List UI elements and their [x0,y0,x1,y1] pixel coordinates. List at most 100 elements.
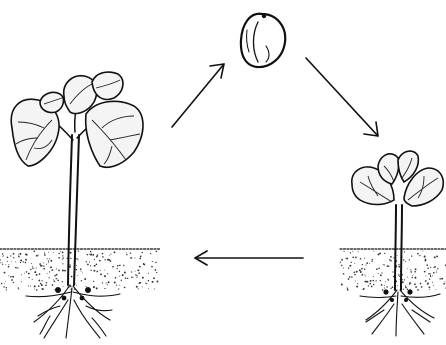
soil-speckle [385,281,386,282]
soil-speckle [432,282,433,283]
soil-speckle [43,265,44,266]
soil-speckle [398,274,400,276]
soil-speckle [121,280,122,281]
soil-speckle [23,261,24,262]
soil-speckle [43,268,45,270]
soil-speckle [36,255,38,257]
soil-speckle [6,289,7,290]
soil-speckle [49,258,50,259]
soil-speckle [50,260,52,262]
soil-speckle [347,289,349,291]
soil-speckle [386,265,388,267]
soil-speckle [46,282,47,283]
soil-speckle [10,276,12,278]
soil-speckle [355,280,356,281]
soil-speckle [30,269,31,270]
soil-speckle [114,251,116,253]
soil-speckle [107,259,109,261]
soil-speckle [25,262,27,264]
soil-speckle [411,277,413,279]
soil-speckle [54,280,56,282]
soil-speckle [34,285,36,287]
soil-speckle [89,262,90,263]
soil-speckle [123,265,124,266]
soil-speckle [70,252,72,254]
soil-speckle [417,253,419,255]
soil-speckle [370,280,372,282]
soil-speckle [378,268,380,270]
soil-speckle [104,270,105,271]
soil-speckle [154,288,155,289]
soil-speckle [136,286,138,288]
soil-speckle [116,284,117,285]
soil-speckle [360,258,362,260]
soil-speckle [8,275,9,276]
soil-speckle [156,272,157,273]
soil-speckle [104,288,105,289]
soil-speckle [92,254,94,256]
soil-speckle [41,265,43,267]
soil-speckle [119,276,120,277]
soil-speckle [151,266,153,268]
soil-speckle [381,272,382,273]
soil-speckle [139,282,141,284]
soil-speckle [46,264,47,265]
soil-speckle [13,257,14,258]
soil-speckle [366,262,368,264]
soil-speckle [45,285,47,287]
soil-speckle [343,268,344,269]
soil-speckle [110,254,111,255]
soil-speckle [352,251,353,252]
soil-speckle [372,259,374,261]
soil-speckle [432,275,433,276]
soil-speckle [356,271,358,273]
soil-speckle [137,269,139,271]
soil-speckle [32,267,33,268]
soil-speckle [381,284,383,286]
soil-speckle [18,287,19,288]
soil-speckle [412,275,413,276]
soil-speckle [62,270,64,272]
soil-speckle [2,262,3,263]
soil-speckle [104,259,105,260]
soil-speckle [84,278,86,280]
mature-bean-plant-icon [0,72,160,338]
soil-speckle [112,266,114,268]
soil-speckle [131,271,132,272]
soil-speckle [51,269,53,271]
soil-speckle [424,256,426,258]
soil-speckle [90,270,91,271]
soil-speckle [126,254,127,255]
soil-speckle [384,285,385,286]
soil-speckle [345,258,346,259]
soil-speckle [122,274,124,276]
soil-speckle [364,281,365,282]
soil-speckle [428,273,429,274]
soil-speckle [76,258,77,259]
soil-speckle [142,286,143,287]
soil-speckle [142,277,144,279]
soil-speckle [107,284,108,285]
soil-speckle [131,277,133,279]
soil-speckle [419,255,420,256]
soil-speckle [407,289,409,291]
soil-speckle [77,259,78,260]
soil-speckle [373,276,374,277]
soil-speckle [410,269,411,270]
soil-speckle [404,251,405,252]
soil-speckle [382,289,384,291]
soil-speckle [415,278,416,279]
soil-speckle [146,283,147,284]
soil-speckle [430,276,431,277]
soil-speckle [439,278,440,279]
soil-speckle [152,281,154,283]
soil-speckle [94,265,96,267]
soil-speckle [43,263,44,264]
soil-speckle [139,266,141,268]
soil-speckle [426,275,427,276]
soil-speckle [47,258,48,259]
soil-speckle [8,266,10,268]
soil-speckle [346,258,348,260]
soil-speckle [19,253,21,255]
arrow-left-icon [195,251,303,265]
